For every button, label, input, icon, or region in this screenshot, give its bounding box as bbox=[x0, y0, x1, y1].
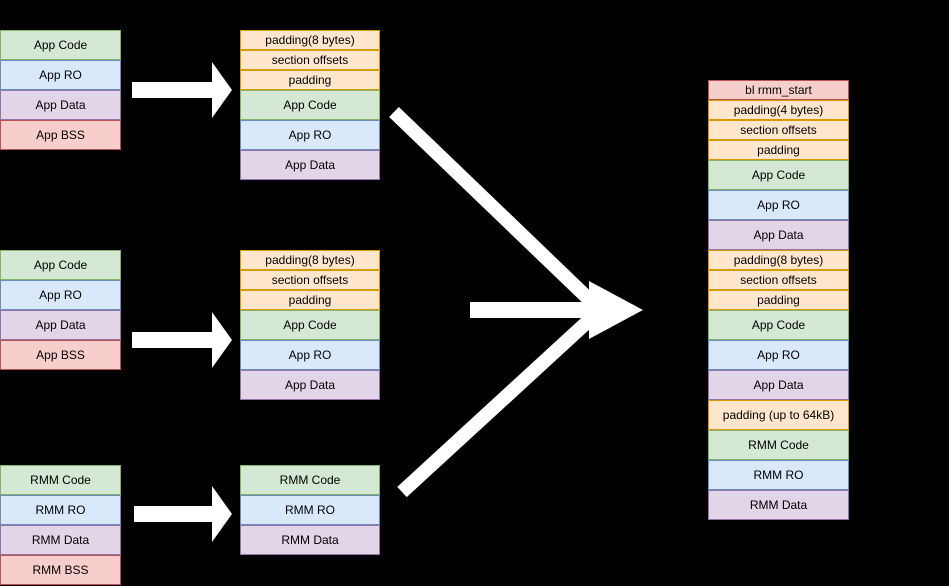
memory-section: RMM Code bbox=[708, 430, 849, 460]
memory-section: bl rmm_start bbox=[708, 80, 849, 100]
memory-section: App BSS bbox=[0, 120, 121, 150]
memory-section: App RO bbox=[240, 340, 380, 370]
memory-section: RMM Data bbox=[0, 525, 121, 555]
memory-section: App RO bbox=[240, 120, 380, 150]
arrow-right-icon bbox=[132, 62, 232, 118]
memory-section: padding(4 bytes) bbox=[708, 100, 849, 120]
memory-section: padding (up to 64kB) bbox=[708, 400, 849, 430]
memory-section: App Code bbox=[240, 90, 380, 120]
memory-section: App Code bbox=[0, 250, 121, 280]
memory-section: App Data bbox=[240, 370, 380, 400]
memory-section: App Code bbox=[708, 160, 849, 190]
merge-arrow-icon bbox=[389, 106, 643, 498]
memory-section: RMM Code bbox=[0, 465, 121, 495]
memory-section: RMM RO bbox=[240, 495, 380, 525]
memory-section: padding bbox=[708, 140, 849, 160]
memory-section: App Data bbox=[240, 150, 380, 180]
memory-section: RMM RO bbox=[708, 460, 849, 490]
memory-section: App RO bbox=[0, 60, 121, 90]
memory-section: RMM Data bbox=[240, 525, 380, 555]
memory-section: App RO bbox=[708, 190, 849, 220]
memory-section: section offsets bbox=[708, 270, 849, 290]
memory-section: App Data bbox=[708, 370, 849, 400]
memory-section: RMM RO bbox=[0, 495, 121, 525]
arrow-right-icon bbox=[134, 486, 232, 542]
memory-section: padding(8 bytes) bbox=[240, 30, 380, 50]
memory-section: padding bbox=[708, 290, 849, 310]
memory-section: RMM Data bbox=[708, 490, 849, 520]
memory-section: section offsets bbox=[240, 50, 380, 70]
memory-section: App Code bbox=[0, 30, 121, 60]
memory-section: padding bbox=[240, 290, 380, 310]
memory-section: section offsets bbox=[240, 270, 380, 290]
memory-section: App Data bbox=[708, 220, 849, 250]
memory-section: App RO bbox=[708, 340, 849, 370]
memory-section: App Code bbox=[240, 310, 380, 340]
memory-section: padding(8 bytes) bbox=[708, 250, 849, 270]
memory-section: App BSS bbox=[0, 340, 121, 370]
memory-section: padding(8 bytes) bbox=[240, 250, 380, 270]
memory-section: App Code bbox=[708, 310, 849, 340]
memory-section: App Data bbox=[0, 310, 121, 340]
memory-section: section offsets bbox=[708, 120, 849, 140]
memory-section: App Data bbox=[0, 90, 121, 120]
arrow-right-icon bbox=[132, 312, 232, 368]
memory-section: App RO bbox=[0, 280, 121, 310]
memory-section: padding bbox=[240, 70, 380, 90]
memory-section: RMM BSS bbox=[0, 555, 121, 585]
memory-section: RMM Code bbox=[240, 465, 380, 495]
